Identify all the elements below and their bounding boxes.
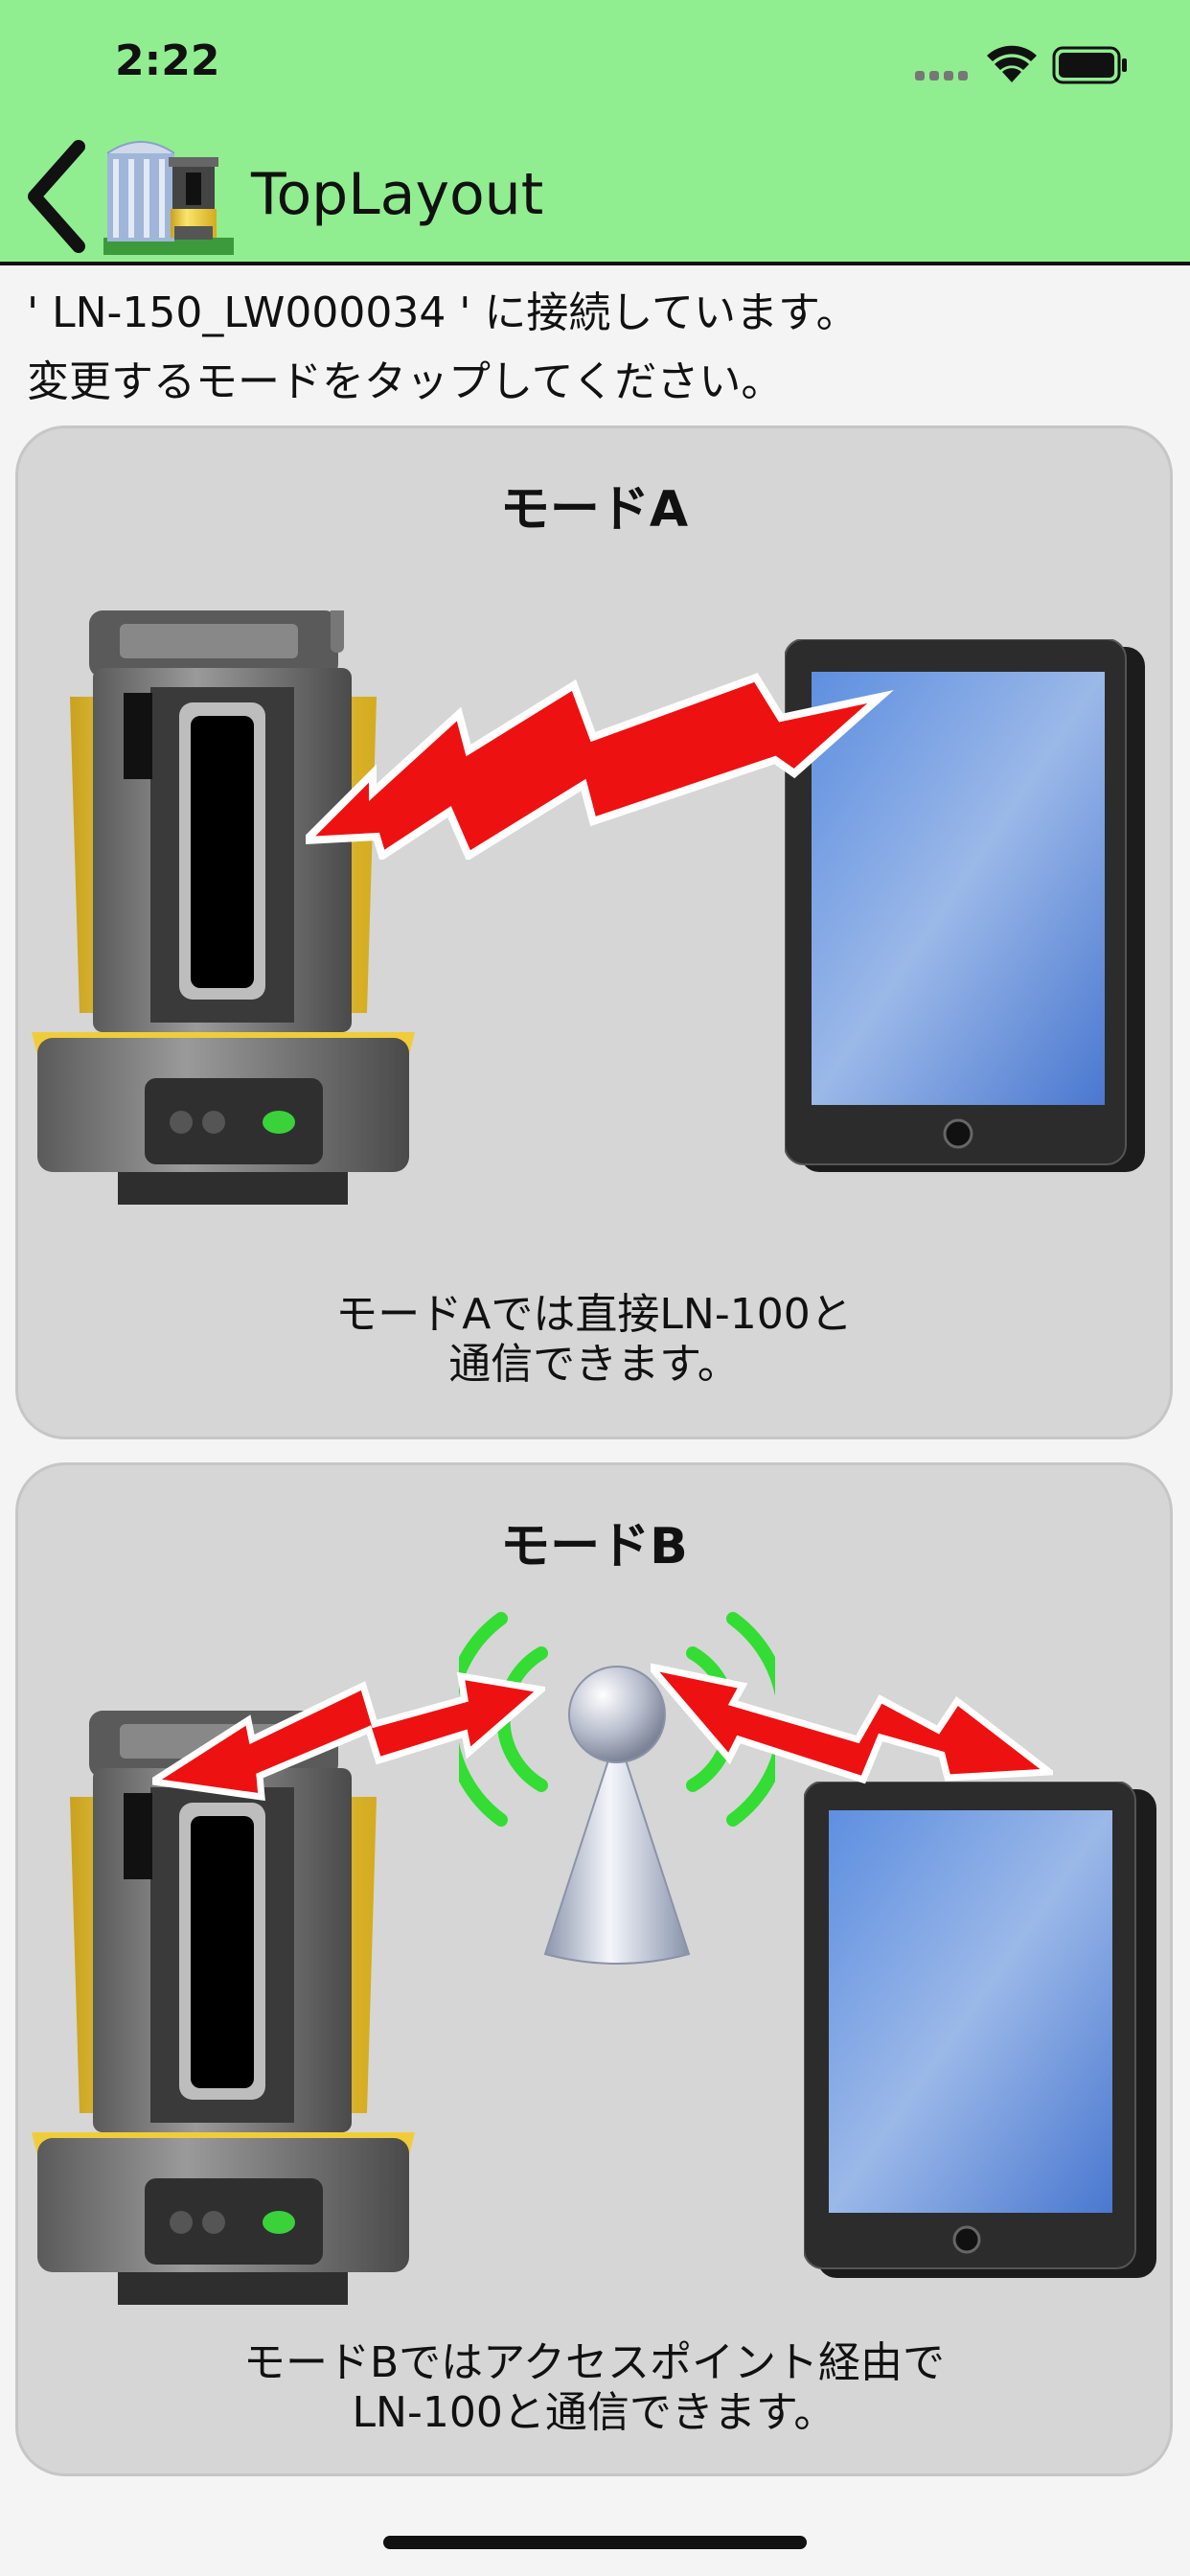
tablet-icon: [804, 1782, 1156, 2278]
back-button[interactable]: [13, 134, 100, 259]
mode-a-card[interactable]: モードA モードAでは直接LN-100と 通信できます。: [15, 426, 1173, 1439]
ap-to-tablet-arrow-icon: [651, 1663, 1053, 1784]
status-time: 2:22: [115, 36, 220, 85]
tablet-icon: [785, 639, 1145, 1172]
mode-b-title: モードB: [500, 1518, 688, 1576]
mode-b-desc-line2: LN-100と通信できます。: [352, 2388, 836, 2437]
mode-b-card[interactable]: モードB モードBではアクセスポイント経由で LN: [15, 1462, 1173, 2476]
back-chevron-icon: [28, 140, 85, 253]
battery-icon: [1052, 46, 1127, 84]
mode-b-desc-line1: モードBではアクセスポイント経由で: [243, 2338, 945, 2387]
navigation-bar: 2:22 TopLayout: [0, 0, 1190, 265]
device-to-ap-arrow-icon: [152, 1671, 545, 1801]
app-building-icon: [103, 141, 234, 255]
home-indicator[interactable]: [383, 2536, 807, 2549]
access-point-icon: [459, 1612, 775, 1965]
receiver-device-icon: [32, 1711, 415, 2305]
connection-message: ' LN-150_LW000034 ' に接続しています。: [27, 288, 858, 337]
wifi-icon: [987, 45, 1037, 82]
mode-a-desc-line1: モードAでは直接LN-100と: [335, 1290, 853, 1339]
nav-title: TopLayout: [251, 161, 544, 228]
mode-a-title: モードA: [499, 481, 689, 539]
signal-icon: [915, 71, 968, 80]
mode-a-desc-line2: 通信できます。: [448, 1340, 740, 1389]
receiver-device-icon: [32, 610, 415, 1205]
direct-connection-arrow-icon: [306, 673, 894, 860]
instruction-message: 変更するモードをタップしてください。: [27, 357, 784, 406]
